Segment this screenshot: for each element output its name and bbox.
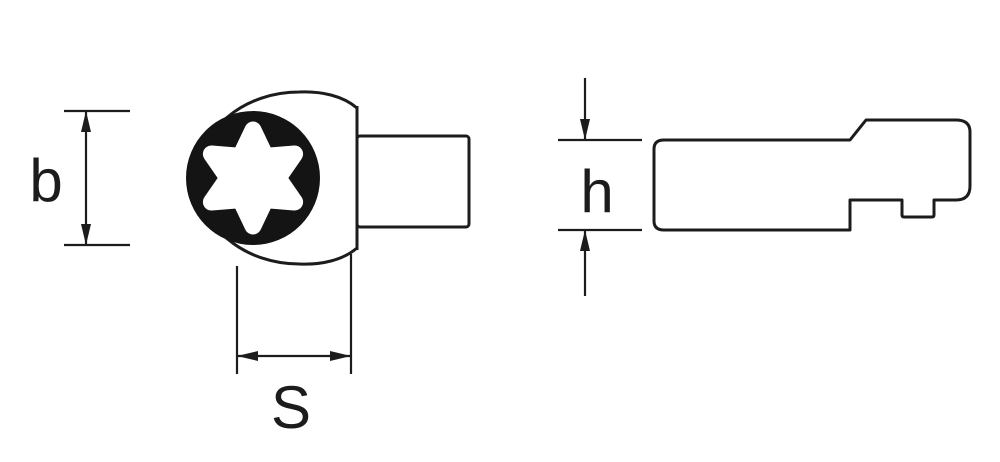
dimension-label-s: S <box>271 374 311 441</box>
dimension-label-b: b <box>29 147 62 214</box>
torx-star-icon <box>202 121 304 235</box>
front-view: b S <box>29 90 471 441</box>
side-view: h <box>558 78 972 296</box>
side-body-outline <box>652 118 972 232</box>
dimension-label-h: h <box>580 158 613 225</box>
insert-tang <box>355 134 471 229</box>
